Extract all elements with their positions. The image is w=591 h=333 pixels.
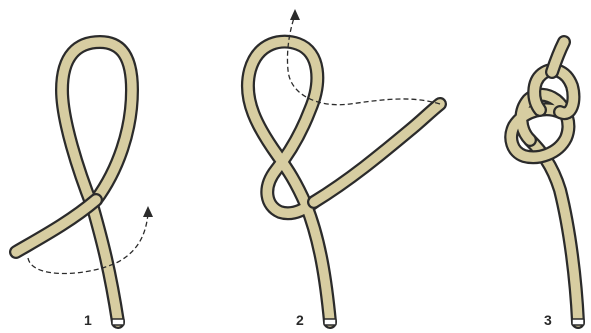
step-3-rope-cut-end bbox=[572, 319, 584, 325]
step-1-motion-path bbox=[28, 214, 148, 274]
step-1-rope-working-end bbox=[16, 200, 96, 252]
step-1-label: 1 bbox=[84, 313, 92, 327]
step-2-arrow-icon bbox=[290, 9, 300, 20]
step-1-arrow-icon bbox=[143, 206, 153, 217]
step-2-label: 2 bbox=[296, 313, 304, 327]
step-2-rope-working-end bbox=[314, 104, 440, 202]
step-2-rope-standing bbox=[248, 42, 330, 322]
step-2-rope-cut-end bbox=[324, 319, 336, 325]
step-3-illustration bbox=[511, 42, 584, 325]
step-1-rope-loop bbox=[62, 42, 132, 322]
step-2-illustration bbox=[248, 9, 440, 325]
step-3-label: 3 bbox=[544, 313, 552, 327]
step-1-rope-cut-end bbox=[112, 319, 124, 325]
step-1-illustration bbox=[16, 42, 153, 325]
step-3-rope-standing bbox=[530, 140, 578, 322]
